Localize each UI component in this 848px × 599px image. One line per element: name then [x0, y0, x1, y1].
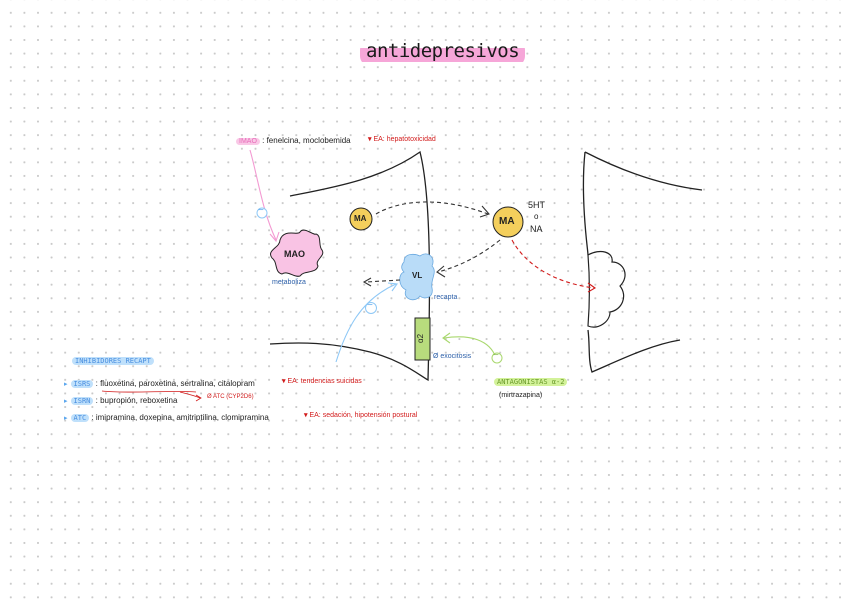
- atc-effect: sedación, hipotensión postural: [322, 412, 418, 419]
- imao-effect-prefix: EA:: [373, 136, 385, 143]
- bullet-icon: ▸: [64, 415, 68, 422]
- ma-right-label: MA: [499, 216, 515, 227]
- imao-effect-line: ▾ EA: hepatotoxicidad: [368, 135, 436, 143]
- inhibit-symbol-recapt: [365, 302, 377, 314]
- alpha2-label: α2: [416, 333, 426, 344]
- isrs-interaction-arrow: [179, 391, 201, 399]
- isrn-row: ▸ISRN : bupropión, reboxetina: [64, 396, 178, 405]
- recapta-label: recapta: [434, 294, 458, 301]
- imao-arrow: [249, 149, 277, 241]
- atc-row: ▸ATC : imipramina, doxepina, amitriptili…: [64, 413, 269, 422]
- postsynaptic-receptor: [587, 250, 626, 328]
- vesicle-left-arrow: [365, 279, 401, 283]
- exocitosis-label: Ø exocitosis: [433, 353, 472, 360]
- antagonists-arrow: [443, 336, 497, 359]
- inhibit-glyph-imao: −: [258, 205, 264, 216]
- vesicle-label: VL: [412, 271, 423, 280]
- atc-class: ATC: [70, 414, 90, 422]
- inhibit-symbol-alpha2: [491, 352, 503, 364]
- page-title: antidepresivos: [360, 40, 526, 66]
- nt-5ht: 5HT: [528, 200, 546, 210]
- isrs-row: ▸ISRS : fluoxetina, paroxetina, sertrali…: [64, 379, 255, 388]
- bullet-icon: ▸: [64, 398, 68, 405]
- isrs-drugs: fluoxetina, paroxetina, sertralina, cita…: [100, 379, 255, 388]
- isrs-effect-line: ▾ EA: tendencias suicidas: [282, 377, 362, 385]
- reuptake-arrow: [437, 239, 501, 273]
- imao-line: IMAO : fenelcina, moclobemida: [236, 136, 351, 145]
- antagonistas-label: ANTAGONISTAS α-2: [494, 378, 568, 386]
- release-arrow: [375, 201, 489, 215]
- imao-label: IMAO: [236, 138, 260, 145]
- imao-drugs: fenelcina, moclobemida: [266, 136, 351, 145]
- ma-left-label: MA: [354, 214, 367, 223]
- inhibit-glyph-recapt: −: [367, 300, 373, 311]
- mao-enzyme-blob: [270, 229, 324, 277]
- isrs-note: Ø ATC (CYP2D6): [207, 394, 254, 400]
- nt-na: NA: [530, 224, 543, 234]
- inhibidores-heading: INHIBIDORES RECAPT: [72, 357, 154, 365]
- warning-icon: ▾: [368, 136, 372, 143]
- postsynaptic-neuron-outline: [582, 151, 703, 373]
- imao-effect: hepatotoxicidad: [386, 136, 436, 143]
- isrs-effect-prefix: EA:: [287, 378, 299, 385]
- isrs-effect: tendencias suicidas: [300, 378, 362, 385]
- alpha2-receptor: [414, 317, 431, 361]
- inhibit-glyph-alpha2: −: [493, 350, 499, 361]
- isrn-class: ISRN: [70, 397, 94, 405]
- receptor-binding-arrow: [511, 239, 595, 289]
- isrn-drugs: bupropión, reboxetina: [100, 396, 178, 405]
- ma-left-circle: [349, 207, 373, 231]
- isrs-underline: [101, 390, 197, 393]
- isrs-class: ISRS: [70, 380, 94, 388]
- mao-label: MAO: [284, 249, 305, 259]
- ma-right-circle: [492, 206, 524, 238]
- nt-or: o: [534, 212, 539, 221]
- atc-effect-line: ▾ EA: sedación, hipotensión postural: [304, 411, 417, 419]
- inhibitors-arrow: [335, 283, 397, 363]
- antagonistas-drug: (mirtrazapina): [499, 392, 543, 399]
- bullet-icon: ▸: [64, 381, 68, 388]
- vesicle-blob: [399, 253, 435, 301]
- inhibit-symbol-imao: [256, 207, 268, 219]
- warning-icon: ▾: [304, 412, 308, 419]
- atc-effect-prefix: EA:: [309, 412, 321, 419]
- atc-drugs: imipramina, doxepina, amitriptilina, clo…: [95, 413, 269, 422]
- warning-icon: ▾: [282, 378, 286, 385]
- mao-caption: metaboliza: [272, 279, 306, 286]
